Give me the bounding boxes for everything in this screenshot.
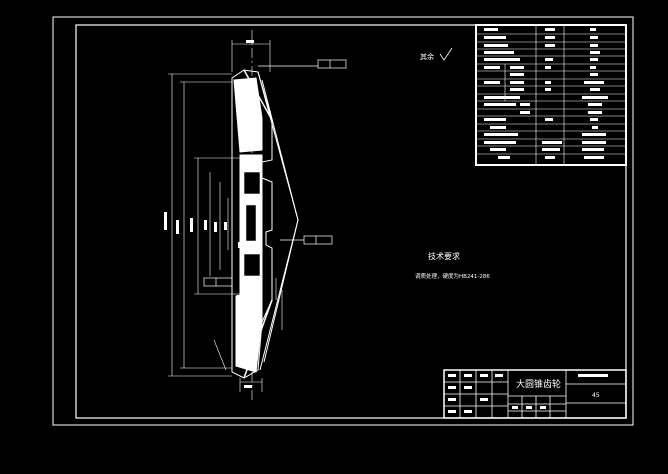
tech-notes-heading: 技术要求: [428, 251, 460, 261]
hatched-section-upper: [233, 77, 263, 153]
tech-notes-line-1: 调质处理，硬度为HB241-286: [415, 272, 490, 280]
outer-frame: [52, 16, 634, 426]
dimension-texts: [164, 40, 254, 388]
dimension-lines: [168, 40, 283, 392]
title-block-part-name: 大圆锥齿轮: [516, 378, 561, 390]
title-block-material: 45: [592, 392, 600, 399]
hatched-section-lower: [235, 289, 263, 373]
title-block: [443, 369, 627, 419]
roughness-symbol-note: 其余: [420, 52, 434, 61]
bevel-gear-section-view: [231, 30, 299, 400]
inner-frame: [75, 24, 627, 419]
roughness-symbol-icon: [439, 47, 453, 61]
title-block-small-text: [448, 374, 608, 413]
geometric-tolerance-frames: [203, 59, 347, 287]
gear-parameter-table: [475, 24, 627, 166]
